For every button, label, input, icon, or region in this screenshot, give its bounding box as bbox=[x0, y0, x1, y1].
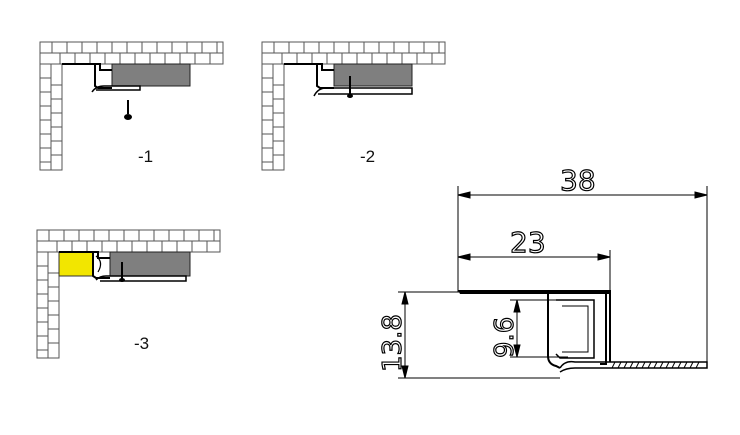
step-1-illustration: -1 bbox=[39, 41, 224, 171]
step-2-label: -2 bbox=[360, 147, 375, 166]
dimension-overall-width: 38 bbox=[560, 164, 596, 197]
dimension-inner-width: 23 bbox=[510, 226, 546, 259]
screw-icon bbox=[124, 100, 132, 120]
dimension-overall-height: 13.8 bbox=[378, 314, 408, 372]
step-2-wall bbox=[261, 41, 446, 171]
step-1-label: -1 bbox=[138, 147, 153, 166]
led-strip bbox=[58, 251, 94, 277]
step-3-illustration: -3 bbox=[36, 229, 221, 359]
screw-icon bbox=[119, 262, 125, 282]
step-1-wall bbox=[39, 41, 224, 171]
step-3-wall bbox=[36, 229, 221, 359]
step-1-profile bbox=[62, 63, 141, 93]
profile-serrations bbox=[611, 361, 700, 369]
step-3-profile bbox=[59, 251, 187, 282]
step-2-profile bbox=[284, 63, 413, 97]
dimension-channel-height: 9.6 bbox=[490, 317, 520, 358]
profile-cross-section: 38 23 13.8 9.6 bbox=[377, 163, 708, 379]
profile-outline bbox=[458, 290, 708, 373]
step-2-illustration: -2 bbox=[261, 41, 446, 171]
step-2-board bbox=[333, 63, 413, 87]
step-1-board bbox=[111, 63, 191, 87]
step-3-label: -3 bbox=[134, 334, 149, 353]
dimension-lines bbox=[401, 191, 708, 379]
dimension-extension-lines bbox=[398, 186, 708, 379]
screw-icon bbox=[347, 76, 353, 98]
